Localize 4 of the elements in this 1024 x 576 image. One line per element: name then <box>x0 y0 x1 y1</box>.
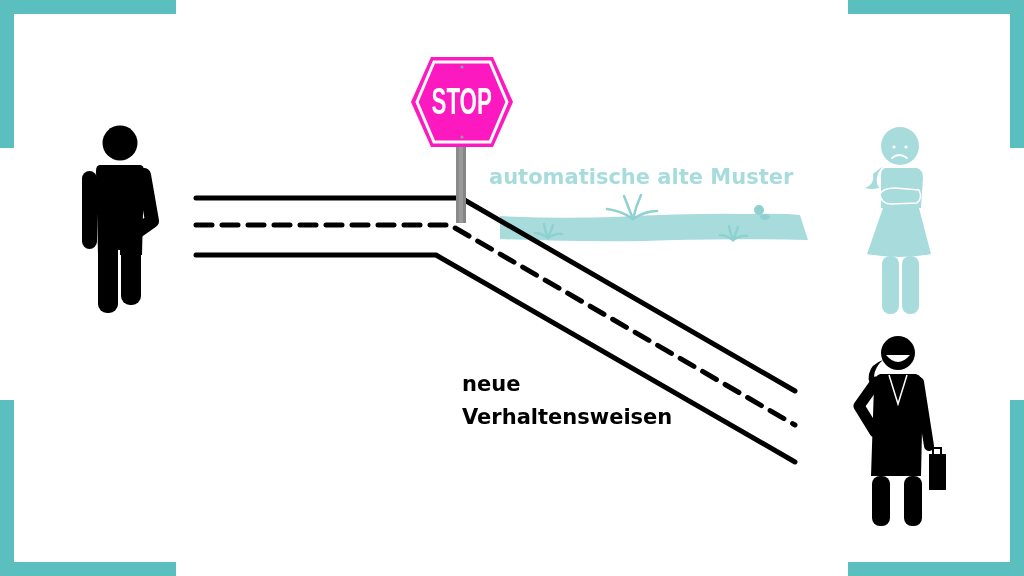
sign-text: STOP <box>431 84 493 120</box>
stop-sign <box>410 56 514 148</box>
pond-label: automatische alte Muster <box>489 164 795 190</box>
road-label: neue Verhaltensweisen <box>462 371 674 431</box>
